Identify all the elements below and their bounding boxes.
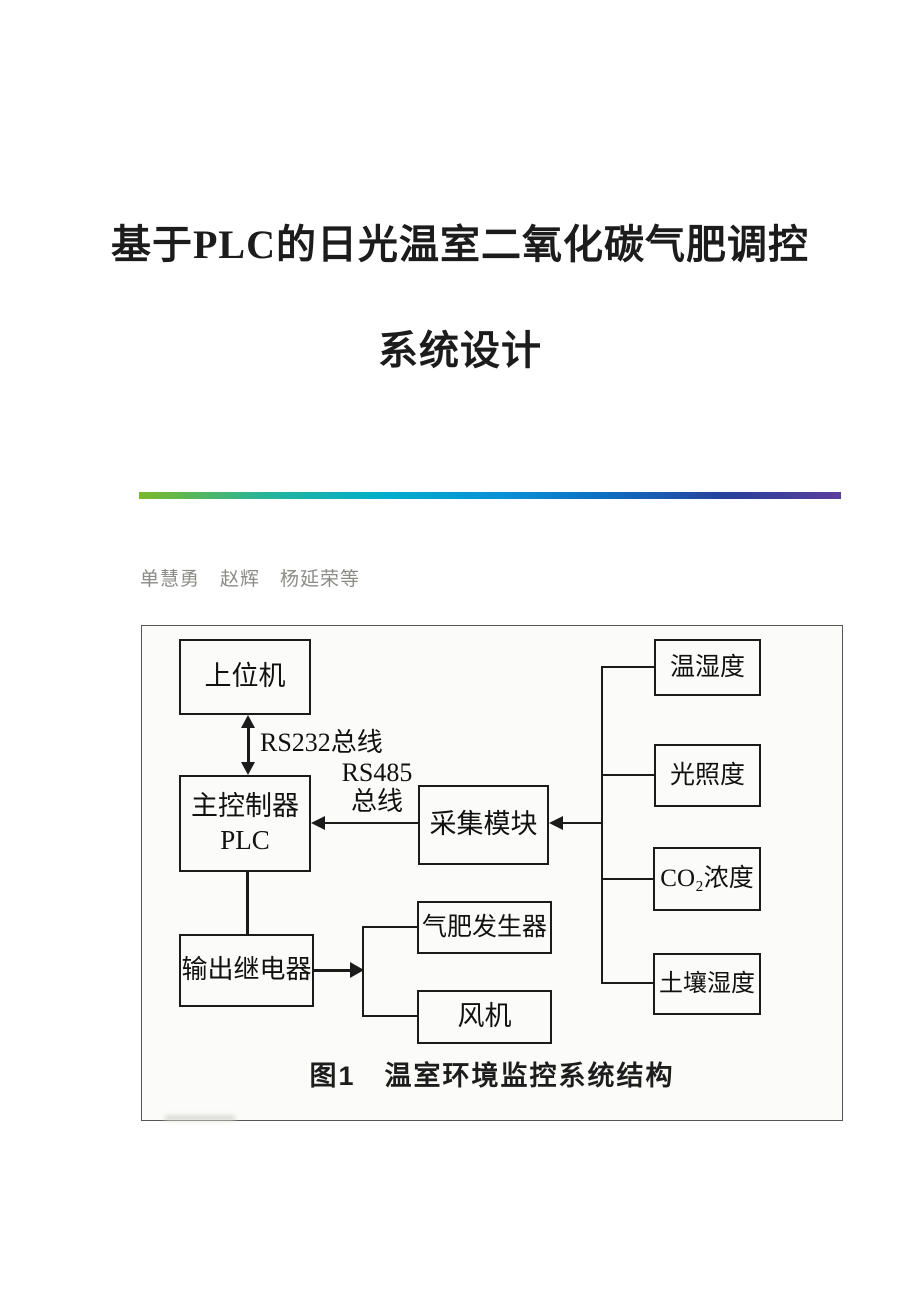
connector-light-intensity (601, 774, 654, 776)
label-rs232-bus: RS232总线 (260, 728, 383, 757)
arrow-host-plc-shaft (247, 726, 250, 764)
connector-fan (362, 1015, 417, 1017)
figure-caption: 图1 温室环境监控系统结构 (309, 1061, 675, 1091)
node-sensor-temperature-humidity: 温湿度 (654, 639, 761, 696)
node-sensor-co2-concentration: CO₂浓度 (653, 847, 761, 911)
arrow-trunk-to-collector-head-icon (549, 816, 563, 830)
node-host-computer: 上位机 (179, 639, 311, 715)
plc-label-line2: PLC (220, 824, 270, 855)
branch-line-outputs (362, 926, 364, 1017)
label-rs485-bus: RS485 总线 (334, 758, 420, 816)
arrow-collector-to-plc-shaft (324, 822, 418, 824)
gradient-divider (139, 492, 841, 499)
node-sensor-light-intensity: 光照度 (654, 744, 761, 807)
node-sensor-soil-moisture: 土壤湿度 (653, 953, 761, 1015)
label-rs485-line2: 总线 (350, 787, 403, 817)
node-output-relay: 输出继电器 (179, 934, 314, 1007)
node-collection-module: 采集模块 (418, 785, 549, 865)
connector-co2-concentration (601, 878, 653, 880)
arrow-relay-to-branch-shaft (314, 969, 352, 972)
article-title-line1: 基于PLC的日光温室二氧化碳气肥调控 (111, 222, 809, 267)
scan-artifact (164, 1115, 236, 1121)
connector-gas-generator (362, 926, 417, 928)
arrow-relay-to-branch-head-icon (350, 962, 364, 978)
sensor-trunk-line (601, 666, 603, 984)
node-plc-controller: 主控制器 PLC (179, 775, 311, 872)
plc-label-line1: 主控制器 (191, 790, 299, 821)
arrow-collector-to-plc-head-icon (311, 816, 325, 830)
node-fan: 风机 (417, 990, 552, 1044)
author-line: 单慧勇 赵辉 杨延荣等 (140, 569, 361, 590)
arrow-host-plc-down-head-icon (241, 762, 255, 775)
arrow-host-plc-up-head-icon (241, 715, 255, 728)
arrow-trunk-to-collector-shaft (562, 822, 602, 824)
article-title-line2: 系统设计 (378, 328, 542, 373)
label-rs485-line1: RS485 (341, 758, 413, 787)
connector-temperature-humidity (601, 666, 654, 668)
node-gas-fertilizer-generator: 气肥发生器 (417, 901, 552, 954)
connector-soil-moisture (601, 982, 653, 984)
figure-diagram: 上位机 主控制器 PLC 输出继电器 采集模块 气肥发生器 风机 温湿度 光照度… (141, 625, 843, 1121)
connector-plc-to-relay (246, 872, 249, 934)
